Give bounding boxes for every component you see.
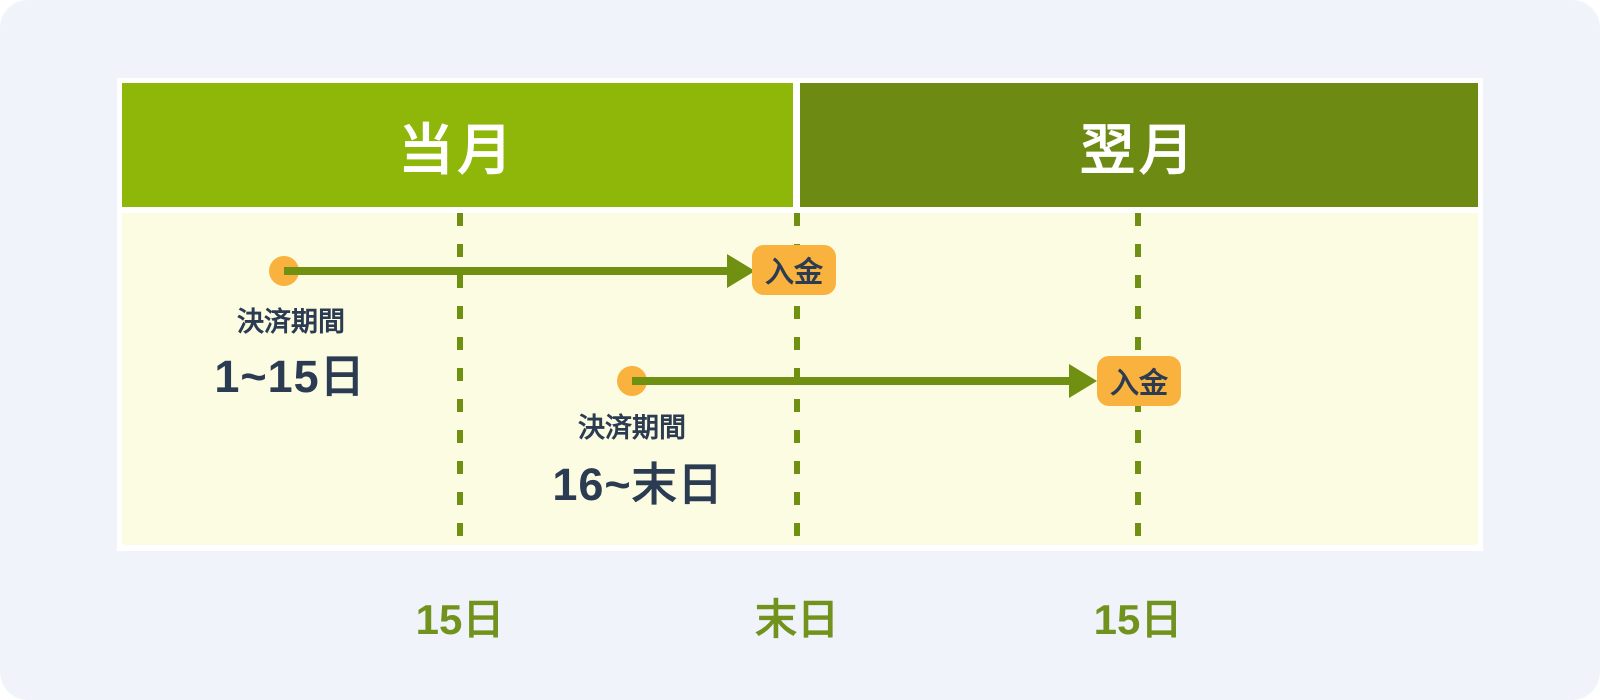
axis-tick-month-end: 末日 — [754, 596, 840, 643]
timeline2-period-range: 16~末日 — [552, 459, 724, 510]
month-next-label: 翌月 — [1079, 119, 1198, 181]
timeline1-period-label: 決済期間 — [237, 307, 345, 337]
timeline1-period-range: 1~15日 — [214, 351, 366, 402]
month-header-next: 翌月 — [800, 83, 1478, 207]
month-current-label: 当月 — [398, 119, 517, 181]
timeline2-arrow-line — [632, 377, 1069, 385]
timeline2-deposit-badge: 入金 — [1097, 356, 1181, 406]
gridline-mid-current-month — [457, 213, 463, 545]
timeline2-deposit-label: 入金 — [1109, 368, 1168, 400]
timeline2-period-label: 決済期間 — [578, 413, 686, 443]
month-header-current: 当月 — [122, 83, 793, 207]
axis-tick-15th-next: 15日 — [1093, 596, 1183, 643]
timeline1-deposit-label: 入金 — [764, 257, 823, 289]
timeline1-deposit-badge: 入金 — [752, 245, 836, 295]
axis-tick-15th-current: 15日 — [415, 596, 505, 643]
timeline2-arrowhead-icon — [1069, 364, 1097, 398]
timeline1-arrow-line — [284, 267, 727, 275]
timeline1-arrowhead-icon — [727, 254, 755, 288]
